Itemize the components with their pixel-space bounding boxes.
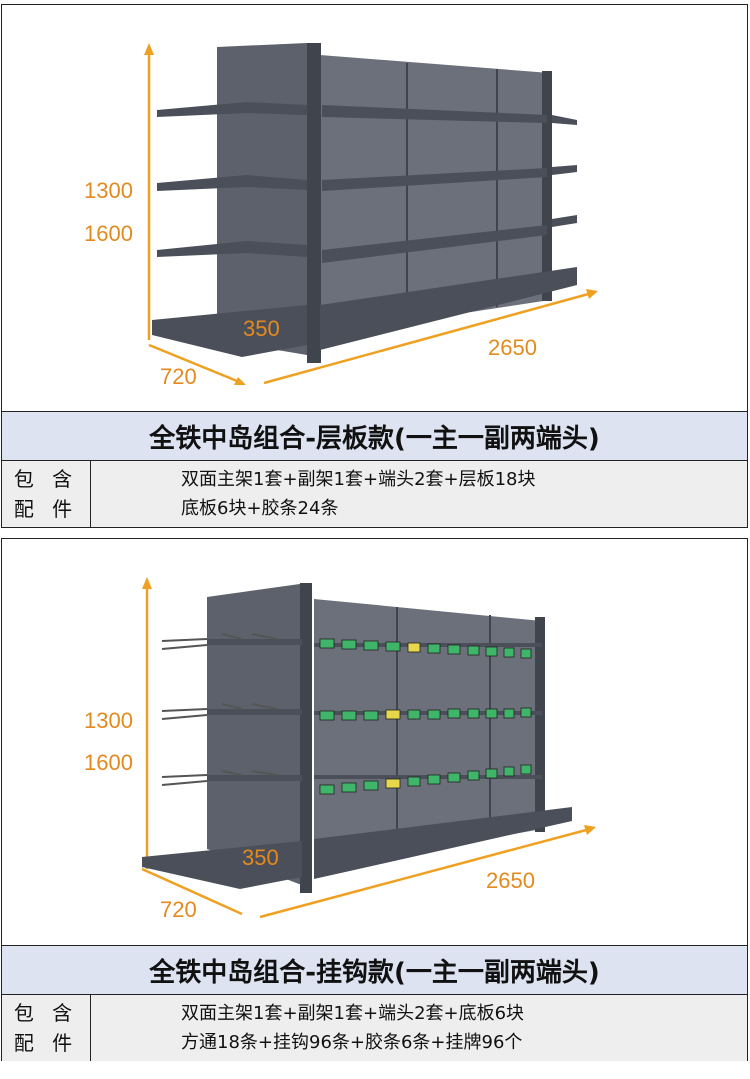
spec-label-line1: 包 含	[13, 467, 79, 491]
length-label: 2650	[488, 335, 537, 360]
spec-label-line2: 配 件	[13, 1031, 79, 1055]
spec-label: 包 含 配 件	[2, 461, 91, 527]
price-tag-row-3	[319, 764, 532, 795]
spec-contents: 双面主架1套+副架1套+端头2套+层板18块 底板6块+胶条24条	[91, 461, 747, 527]
spec-contents: 双面主架1套+副架1套+端头2套+底板6块 方通18条+挂钩96条+胶条6条+挂…	[91, 995, 747, 1061]
height-label-1300: 1300	[84, 178, 133, 203]
height-label-1600: 1600	[84, 750, 133, 775]
product-title: 全铁中岛组合-层板款(一主一副两端头)	[2, 411, 747, 461]
spec-label-line1: 包 含	[13, 1001, 79, 1025]
product-card-hook: 1300 1600 350 720 2650 全铁中岛组合-挂钩款(一主一副两端…	[1, 538, 748, 1061]
hook-unit-illustration: 1300 1600 350 720 2650	[84, 577, 596, 922]
spec-row: 包 含 配 件 双面主架1套+副架1套+端头2套+层板18块 底板6块+胶条24…	[2, 461, 747, 527]
spec-line1: 双面主架1套+副架1套+端头2套+底板6块	[181, 1003, 525, 1024]
inner-depth-label: 350	[243, 316, 280, 341]
spec-label-line2: 配 件	[13, 497, 79, 521]
shelf-unit-illustration: 1300 1600 350 720 2650	[84, 43, 598, 389]
depth-label: 720	[160, 897, 197, 922]
height-label-1300: 1300	[84, 708, 133, 733]
spec-label: 包 含 配 件	[2, 995, 91, 1061]
inner-depth-label: 350	[242, 845, 279, 870]
product-card-shelf: 1300 1600 350 720 2650 全铁中岛组合-层板款(一主一副两端…	[1, 4, 748, 528]
length-label: 2650	[486, 868, 535, 893]
depth-label: 720	[160, 364, 197, 389]
price-tag-row-2	[319, 707, 532, 721]
spec-line2: 方通18条+挂钩96条+胶条6条+挂牌96个	[181, 1032, 523, 1053]
spec-line2: 底板6块+胶条24条	[181, 498, 339, 519]
product-title: 全铁中岛组合-挂钩款(一主一副两端头)	[2, 945, 747, 995]
height-label-1600: 1600	[84, 221, 133, 246]
spec-row: 包 含 配 件 双面主架1套+副架1套+端头2套+底板6块 方通18条+挂钩96…	[2, 995, 747, 1061]
spec-line1: 双面主架1套+副架1套+端头2套+层板18块	[181, 469, 536, 490]
price-tag-row-1	[319, 638, 532, 659]
